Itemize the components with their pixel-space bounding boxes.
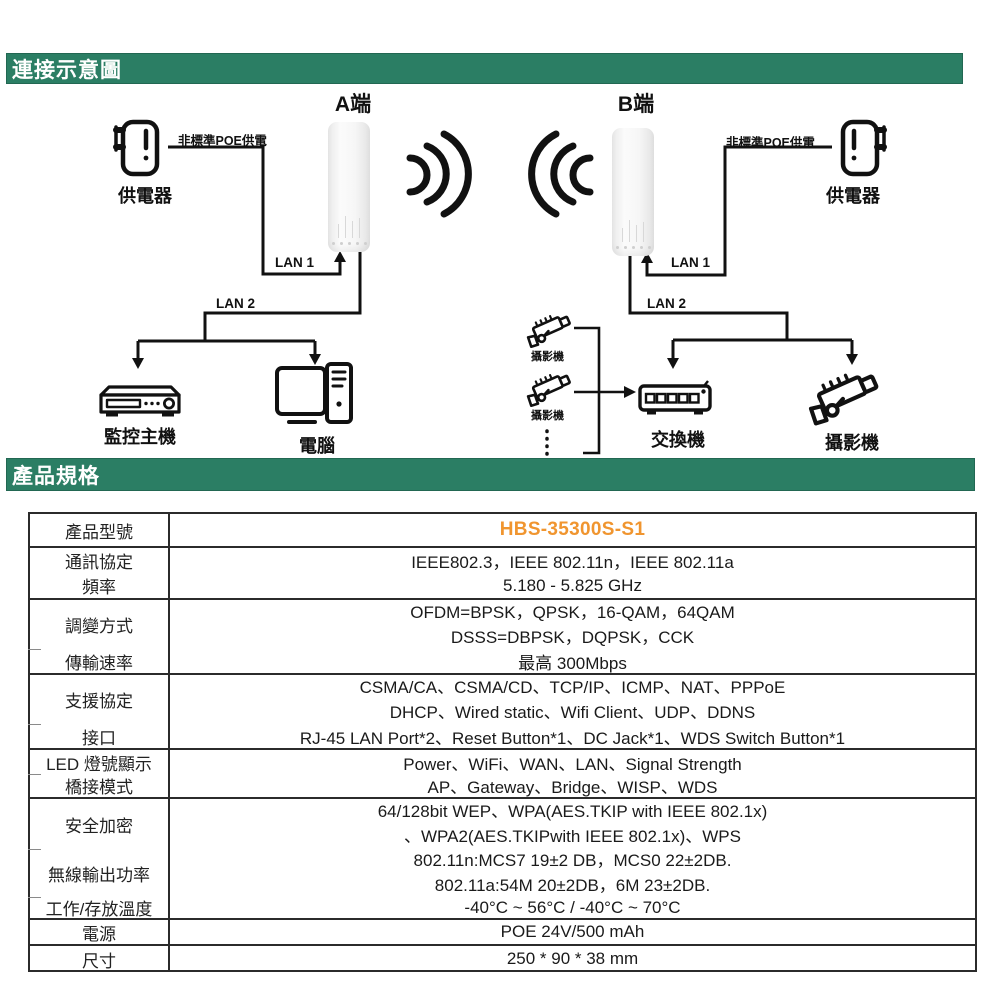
table-row: 產品型號 HBS-35300S-S1 [30,514,975,548]
spec-label: LED 燈號顯示 [46,754,152,774]
camera-label-1: 攝影機 [531,351,564,363]
spec-label: 電源 [82,924,116,944]
spec-value: Power、WiFi、WAN、LAN、Signal Strength [403,754,742,774]
camera-label-2: 攝影機 [531,410,564,422]
spec-value: 250 * 90 * 38 mm [506,949,639,968]
dvr-label: 監控主機 [104,427,176,447]
side-b-title: B端 [617,93,655,116]
spec-value: AP、Gateway、Bridge、WISP、WDS [427,778,718,797]
diagram-wiring [132,130,858,461]
table-row: 通訊協定 頻率 IEEE802.3，IEEE 802.11n，IEEE 802.… [30,548,975,600]
computer-icon [275,362,353,424]
spec-label: 橋接模式 [28,774,168,797]
switch-label: 交換機 [651,430,705,450]
spec-label: 產品型號 [65,522,133,542]
spec-label: 工作/存放溫度 [28,897,168,919]
spec-label: 支援協定 [65,692,133,711]
camera-icon-small-2 [526,374,571,408]
camera-icon-big [808,373,879,426]
spec-label: 無線輸出功率 [28,849,168,897]
wireless-bridge-device-a [328,122,370,252]
camera-label-big: 攝影機 [825,433,879,453]
dvr-icon [99,385,181,417]
spec-value: 5.180 - 5.825 GHz [503,575,642,595]
spec-label: 安全加密 [65,816,133,836]
spec-label: 調變方式 [65,617,133,636]
side-a-title: A端 [334,93,372,116]
spec-table: 產品型號 HBS-35300S-S1 通訊協定 頻率 IEEE802.3，IEE… [28,512,977,972]
spec-label: 傳輸速率 [28,649,168,673]
spec-value: 802.11n:MCS7 19±2 DB，MCS0 22±2DB. 802.11… [413,851,732,895]
spec-value: 64/128bit WEP、WPA(AES.TKIP with IEEE 802… [377,802,768,846]
poe-label-b: 非標準POE供電 [726,136,815,150]
spec-value: RJ-45 LAN Port*2、Reset Button*1、DC Jack*… [299,728,846,748]
spec-value: -40°C ~ 56°C / -40°C ~ 70°C [464,897,681,917]
spec-value: POE 24V/500 mAh [500,922,645,941]
lan1-label-a: LAN 1 [275,255,315,270]
table-row: 安全加密 無線輸出功率 工作/存放溫度 64/128bit WEP、WPA(AE… [28,799,975,920]
spec-value: 最高 300Mbps [518,653,627,673]
adapter-label-a: 供電器 [118,186,172,206]
table-row: 電源 POE 24V/500 mAh [30,920,975,946]
spec-value: OFDM=BPSK，QPSK，16-QAM，64QAM DSSS=DBPSK，D… [410,602,735,647]
camera-icon-small-1 [526,315,571,349]
power-adapter-icon-a [113,119,160,177]
switch-icon [638,380,712,415]
spec-label: 通訊協定 [65,553,133,572]
wifi-signal-icon-a [406,130,472,218]
table-row: LED 燈號顯示 橋接模式 Power、WiFi、WAN、LAN、Signal … [28,750,975,799]
wifi-signal-icon-b [528,130,594,218]
table-row: 調變方式 傳輸速率 OFDM=BPSK，QPSK，16-QAM，64QAM DS… [28,600,975,675]
specs-section-banner: 產品規格 [6,458,975,491]
adapter-label-b: 供電器 [826,186,880,206]
power-adapter-icon-b [840,119,887,177]
spec-label: 尺寸 [82,951,116,971]
spec-value: IEEE802.3，IEEE 802.11n，IEEE 802.11a [411,553,734,572]
device-led-dots [612,246,654,249]
table-row: 支援協定 接口 CSMA/CA、CSMA/CD、TCP/IP、ICMP、NAT、… [28,675,975,750]
wireless-bridge-device-b [612,128,654,256]
device-vent-bars [328,216,370,238]
lan2-label-b: LAN 2 [647,296,687,311]
pc-label: 電腦 [299,436,335,456]
lan1-label-b: LAN 1 [671,255,711,270]
device-led-dots [328,242,370,245]
spec-label: 頻率 [82,578,116,597]
model-value: HBS-35300S-S1 [499,519,646,540]
poe-label-a: 非標準POE供電 [178,134,267,148]
table-row: 尺寸 250 * 90 * 38 mm [30,946,975,972]
lan2-label-a: LAN 2 [216,296,256,311]
spec-value: CSMA/CA、CSMA/CD、TCP/IP、ICMP、NAT、PPPoE DH… [359,677,786,722]
spec-label: 接口 [28,724,168,748]
device-vent-bars [612,220,654,242]
diagram-section-banner: 連接示意圖 [6,53,963,84]
